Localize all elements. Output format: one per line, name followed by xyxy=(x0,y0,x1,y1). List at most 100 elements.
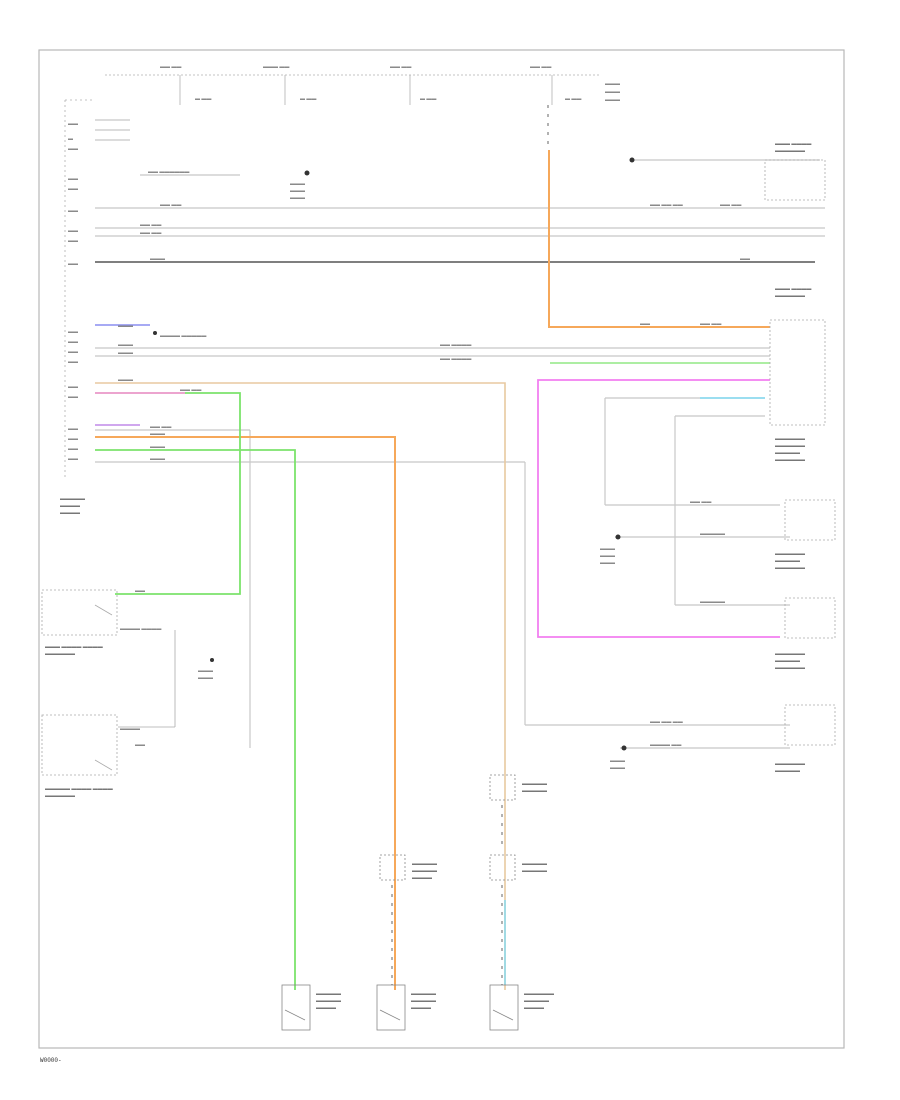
svg-text:▬▬: ▬▬ xyxy=(68,436,78,442)
orange-wire-lower xyxy=(95,436,396,990)
svg-text:▬▬▬▬▬▬: ▬▬▬▬▬▬ xyxy=(775,436,805,442)
svg-text:▬▬: ▬▬ xyxy=(68,329,78,335)
wire-code-labels: ▬▬ ▬▬▬▬▬▬ ▬▬ ▬▬ ▬▬ ▬▬ ▬▬ ▬▬ ▬▬▬ ▬▬▬ ▬▬▬ … xyxy=(118,169,750,748)
svg-text:▬▬▬▬▬: ▬▬▬▬▬ xyxy=(522,781,547,787)
svg-text:▬▬: ▬▬ xyxy=(68,426,78,432)
orange-wire-upper xyxy=(548,150,770,328)
svg-text:▬▬▬: ▬▬▬ xyxy=(290,195,305,201)
svg-text:▬▬▬▬▬▬: ▬▬▬▬▬▬ xyxy=(775,457,805,463)
svg-text:▬▬ ▬▬: ▬▬ ▬▬ xyxy=(390,64,411,70)
svg-text:▬▬: ▬▬ xyxy=(68,261,78,267)
svg-text:▬▬▬: ▬▬▬ xyxy=(610,765,625,771)
svg-text:▬▬▬ ▬▬: ▬▬▬ ▬▬ xyxy=(263,64,289,70)
ground-labels: ▬▬▬ ▬▬▬ ▬▬▬ ▬▬▬ ▬▬▬ ▬▬▬ ▬▬▬ ▬▬▬ ▬▬▬ ▬▬▬ … xyxy=(160,181,625,771)
svg-text:▬▬: ▬▬ xyxy=(640,321,650,327)
svg-text:▬▬▬: ▬▬▬ xyxy=(150,256,165,262)
ground-symbols xyxy=(153,157,635,751)
svg-text:▬▬▬: ▬▬▬ xyxy=(600,546,615,552)
svg-text:▬▬▬▬▬: ▬▬▬▬▬ xyxy=(411,998,436,1004)
svg-text:▬▬: ▬▬ xyxy=(68,208,78,214)
svg-text:▬▬▬: ▬▬▬ xyxy=(118,350,133,356)
svg-text:▬▬▬: ▬▬▬ xyxy=(150,431,165,437)
tan-wire xyxy=(95,382,506,990)
svg-text:▬▬▬▬▬: ▬▬▬▬▬ xyxy=(316,991,341,997)
bottom-components xyxy=(281,774,519,1031)
svg-text:▬▬▬▬▬▬: ▬▬▬▬▬▬ xyxy=(775,551,805,557)
svg-text:▬▬▬▬▬ ▬▬▬▬ ▬▬▬▬: ▬▬▬▬▬ ▬▬▬▬ ▬▬▬▬ xyxy=(45,786,113,792)
svg-text:▬▬▬▬: ▬▬▬▬ xyxy=(524,1005,544,1011)
left-switch-components xyxy=(41,589,176,776)
svg-text:▬▬▬▬▬▬: ▬▬▬▬▬▬ xyxy=(775,651,805,657)
svg-text:▬: ▬ xyxy=(68,136,73,142)
svg-text:▬▬: ▬▬ xyxy=(135,588,145,594)
svg-text:▬▬▬▬ ▬▬: ▬▬▬▬ ▬▬ xyxy=(650,742,681,748)
svg-text:▬▬▬▬▬: ▬▬▬▬▬ xyxy=(775,450,800,456)
svg-text:▬▬▬▬▬: ▬▬▬▬▬ xyxy=(412,861,437,867)
svg-text:▬▬: ▬▬ xyxy=(68,186,78,192)
svg-text:▬▬ ▬▬: ▬▬ ▬▬ xyxy=(180,387,201,393)
svg-text:▬▬▬▬▬▬: ▬▬▬▬▬▬ xyxy=(45,651,75,657)
svg-text:▬▬▬▬▬▬: ▬▬▬▬▬▬ xyxy=(45,793,75,799)
svg-text:▬▬▬▬▬▬: ▬▬▬▬▬▬ xyxy=(775,565,805,571)
main-body-ecu-pin-labels: ▬▬ ▬ ▬▬ ▬▬ ▬▬ ▬▬ ▬▬ ▬▬ ▬▬ ▬▬ ▬▬ ▬▬ ▬▬ ▬▬… xyxy=(60,121,85,516)
svg-text:▬▬▬▬▬▬: ▬▬▬▬▬▬ xyxy=(775,443,805,449)
svg-text:▬▬▬▬ ▬▬▬▬: ▬▬▬▬ ▬▬▬▬ xyxy=(120,626,161,632)
svg-text:▬▬▬▬: ▬▬▬▬ xyxy=(316,1005,336,1011)
svg-text:▬▬: ▬▬ xyxy=(68,456,78,462)
svg-text:▬▬▬▬▬: ▬▬▬▬▬ xyxy=(700,531,725,537)
svg-text:▬▬: ▬▬ xyxy=(68,176,78,182)
svg-text:▬▬▬ ▬▬▬▬: ▬▬▬ ▬▬▬▬ xyxy=(775,286,811,292)
svg-text:▬▬ ▬▬: ▬▬ ▬▬ xyxy=(150,424,171,430)
left-switch-labels: ▬▬▬ ▬▬▬▬ ▬▬▬▬ ▬▬▬▬▬▬ ▬▬▬▬▬ ▬▬▬▬ ▬▬▬▬ ▬▬▬… xyxy=(45,644,113,799)
svg-text:▬▬ ▬▬: ▬▬ ▬▬ xyxy=(140,230,161,236)
svg-text:▬▬▬▬: ▬▬▬▬ xyxy=(60,510,80,516)
svg-text:▬▬ ▬▬ ▬▬: ▬▬ ▬▬ ▬▬ xyxy=(650,719,683,725)
svg-text:▬▬ ▬▬: ▬▬ ▬▬ xyxy=(720,202,741,208)
svg-text:▬▬▬▬▬: ▬▬▬▬▬ xyxy=(524,998,549,1004)
svg-text:▬▬▬▬▬: ▬▬▬▬▬ xyxy=(522,868,547,874)
svg-text:▬▬▬: ▬▬▬ xyxy=(600,560,615,566)
svg-text:▬▬▬: ▬▬▬ xyxy=(118,323,133,329)
gray-wires xyxy=(95,119,825,749)
svg-text:▬▬ ▬▬: ▬▬ ▬▬ xyxy=(700,321,721,327)
svg-text:▬▬▬▬▬: ▬▬▬▬▬ xyxy=(522,861,547,867)
svg-text:▬▬▬: ▬▬▬ xyxy=(150,456,165,462)
svg-text:▬▬▬▬: ▬▬▬▬ xyxy=(412,875,432,881)
svg-text:▬▬: ▬▬ xyxy=(740,256,750,262)
svg-text:▬ ▬▬: ▬ ▬▬ xyxy=(300,96,316,102)
svg-text:▬▬ ▬▬: ▬▬ ▬▬ xyxy=(160,64,181,70)
svg-text:▬▬▬▬▬▬: ▬▬▬▬▬▬ xyxy=(775,761,805,767)
svg-text:▬▬ ▬▬▬▬: ▬▬ ▬▬▬▬ xyxy=(440,356,471,362)
svg-text:▬▬▬▬▬: ▬▬▬▬▬ xyxy=(775,558,800,564)
svg-text:▬▬: ▬▬ xyxy=(68,146,78,152)
fuse-labels: ▬▬ ▬▬ ▬▬▬ ▬▬ ▬▬ ▬▬ ▬▬ ▬▬ ▬ ▬▬ ▬ ▬▬ ▬ ▬▬ … xyxy=(160,64,620,103)
svg-text:▬▬▬ ▬▬▬▬: ▬▬▬ ▬▬▬▬ xyxy=(775,141,811,147)
svg-text:▬▬ ▬▬ ▬▬: ▬▬ ▬▬ ▬▬ xyxy=(650,202,683,208)
svg-text:▬▬▬: ▬▬▬ xyxy=(118,342,133,348)
svg-text:▬▬ ▬▬: ▬▬ ▬▬ xyxy=(690,499,711,505)
right-component-labels: ▬▬▬ ▬▬▬▬ ▬▬▬▬▬▬ ▬▬▬ ▬▬▬▬ ▬▬▬▬▬▬ ▬▬▬▬▬▬ ▬… xyxy=(775,141,811,774)
svg-text:▬▬: ▬▬ xyxy=(68,359,78,365)
svg-text:▬ ▬▬: ▬ ▬▬ xyxy=(195,96,211,102)
svg-text:▬▬▬▬▬: ▬▬▬▬▬ xyxy=(775,768,800,774)
svg-text:▬▬: ▬▬ xyxy=(68,384,78,390)
svg-text:▬▬: ▬▬ xyxy=(68,446,78,452)
footer-code: W0000- xyxy=(40,1057,62,1064)
magenta-wire xyxy=(537,379,780,638)
svg-text:▬▬▬: ▬▬▬ xyxy=(605,89,620,95)
svg-text:▬▬: ▬▬ xyxy=(135,742,145,748)
svg-text:▬▬▬▬▬: ▬▬▬▬▬ xyxy=(522,788,547,794)
svg-text:▬▬: ▬▬ xyxy=(68,238,78,244)
right-components xyxy=(764,159,836,746)
svg-text:▬▬▬: ▬▬▬ xyxy=(118,377,133,383)
svg-text:▬▬▬▬: ▬▬▬▬ xyxy=(120,726,140,732)
svg-text:▬▬▬▬▬: ▬▬▬▬▬ xyxy=(60,496,85,502)
bottom-component-labels: ▬▬▬▬▬ ▬▬▬▬▬ ▬▬▬▬ ▬▬▬▬▬ ▬▬▬▬▬ ▬▬▬▬▬ ▬▬▬▬▬… xyxy=(316,781,554,1011)
svg-text:▬▬▬▬▬▬: ▬▬▬▬▬▬ xyxy=(775,293,805,299)
svg-text:▬▬▬▬▬: ▬▬▬▬▬ xyxy=(411,991,436,997)
svg-text:▬▬▬▬▬: ▬▬▬▬▬ xyxy=(412,868,437,874)
svg-text:▬▬▬: ▬▬▬ xyxy=(150,444,165,450)
svg-text:▬▬▬: ▬▬▬ xyxy=(198,675,213,681)
diagram-frame xyxy=(38,49,845,1049)
